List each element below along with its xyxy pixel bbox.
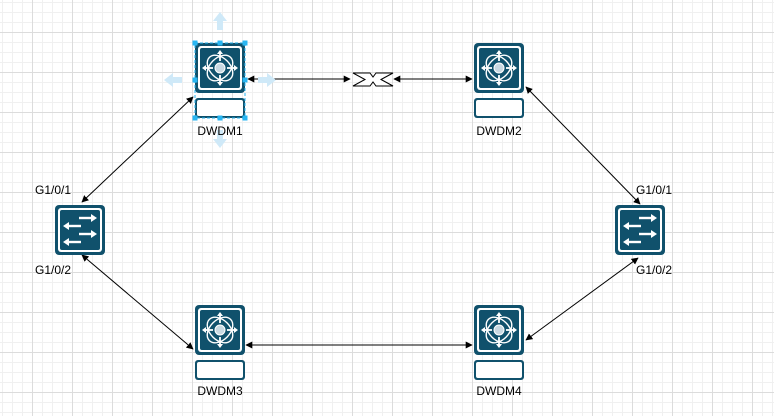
edge-switch-right-dwdm4[interactable] — [525, 257, 639, 341]
edge-dwdm1-switch-left[interactable] — [81, 96, 194, 203]
edge-switch-left-dwdm3[interactable] — [81, 254, 194, 350]
switch-left-port-bottom: G1/0/2 — [35, 263, 72, 277]
edge-dwdm2-switch-right[interactable] — [525, 86, 641, 205]
dwdm1-node[interactable] — [164, 12, 276, 148]
switch-right-port-bottom: G1/0/2 — [636, 263, 673, 277]
dwdm2-label: DWDM2 — [476, 124, 522, 138]
dwdm4-label: DWDM4 — [476, 384, 522, 398]
switch-right-port-top: G1/0/1 — [636, 183, 673, 197]
dwdm3-node[interactable] — [194, 304, 246, 381]
selection-handles[interactable] — [192, 40, 248, 121]
edges — [81, 75, 641, 350]
connect-arrows[interactable] — [164, 12, 276, 148]
dwdm2-node[interactable] — [473, 42, 525, 119]
switch-left-node[interactable] — [53, 203, 107, 257]
switch-right-node[interactable] — [613, 203, 667, 257]
dwdm3-label: DWDM3 — [197, 384, 243, 398]
dwdm4-node[interactable] — [473, 304, 525, 381]
switch-left-port-top: G1/0/1 — [35, 183, 72, 197]
dwdm1-label: DWDM1 — [197, 124, 243, 138]
link-break-icon[interactable] — [352, 72, 394, 87]
